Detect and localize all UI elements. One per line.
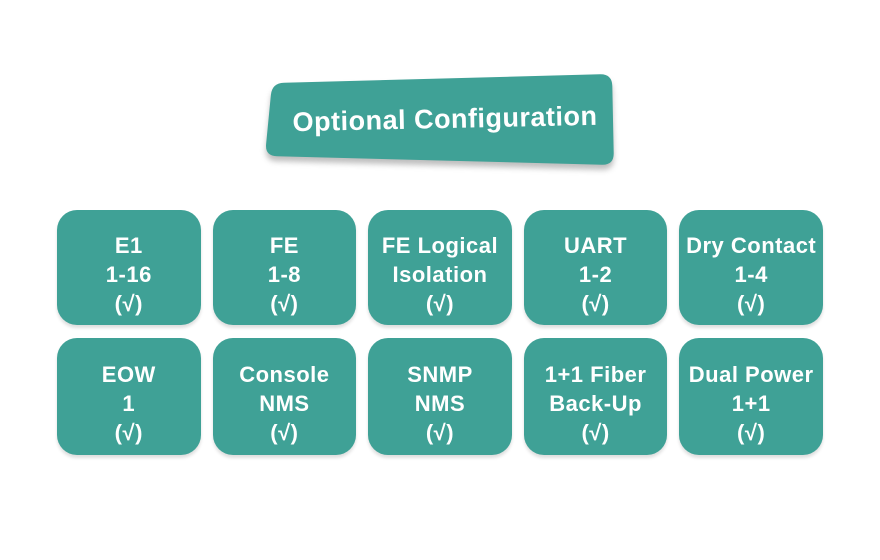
feature-line: UART [564,233,628,258]
feature-box-fiber-backup: 1+1 Fiber Back-Up (√) [523,338,668,455]
feature-line: 1 [122,391,136,416]
feature-line: FE Logical [381,233,499,258]
feature-line: NMS [414,391,466,416]
feature-line: Dual Power [688,362,814,387]
feature-check: (√) [270,420,299,445]
optional-configuration-banner-shape [266,74,614,165]
feature-line: 1-4 [734,262,768,287]
feature-box-e1: E1 1-16 (√) [57,210,201,325]
feature-check: (√) [737,420,766,445]
feature-box-uart: UART 1-2 (√) [523,210,668,325]
feature-line: FE [269,233,299,258]
feature-box-fe-logical-isolation: FE Logical Isolation (√) [368,210,512,325]
feature-line: SNMP [407,362,473,387]
feature-line: Console [239,362,330,387]
feature-line: 1-8 [267,262,302,287]
feature-box-dry-contact: Dry Contact 1-4 (√) [679,210,823,325]
feature-box-fe: FE 1-8 (√) [212,210,357,325]
feature-row-1: E1 1-16 (√) FE 1-8 (√) FE Logical Isolat… [57,210,823,325]
feature-check: (√) [114,420,143,445]
feature-check: (√) [270,291,299,316]
banner-title: Optional Configuration [292,100,598,138]
feature-line: 1-16 [105,262,152,287]
feature-check: (√) [425,420,455,445]
feature-check: (√) [581,420,610,445]
feature-check: (√) [114,291,143,316]
feature-box-eow: EOW 1 (√) [57,338,201,455]
feature-box-console-nms: Console NMS (√) [212,338,357,455]
feature-line: 1+1 Fiber [544,362,647,387]
banner-trapezoid [266,74,614,165]
feature-line: 1-2 [578,262,613,287]
feature-line: NMS [259,391,310,416]
feature-line: Isolation [392,262,488,287]
feature-check: (√) [425,291,455,316]
feature-box-snmp-nms: SNMP NMS (√) [368,338,512,455]
feature-line: E1 [114,233,143,258]
feature-row-2: EOW 1 (√) Console NMS (√) SNMP NMS (√) 1… [57,338,823,455]
feature-box-dual-power: Dual Power 1+1 (√) [679,338,823,455]
feature-line: EOW [101,362,156,387]
feature-line: 1+1 [731,391,771,416]
feature-line: Back-Up [549,391,642,416]
feature-line: Dry Contact [686,233,817,258]
feature-check: (√) [737,291,766,316]
feature-check: (√) [581,291,610,316]
